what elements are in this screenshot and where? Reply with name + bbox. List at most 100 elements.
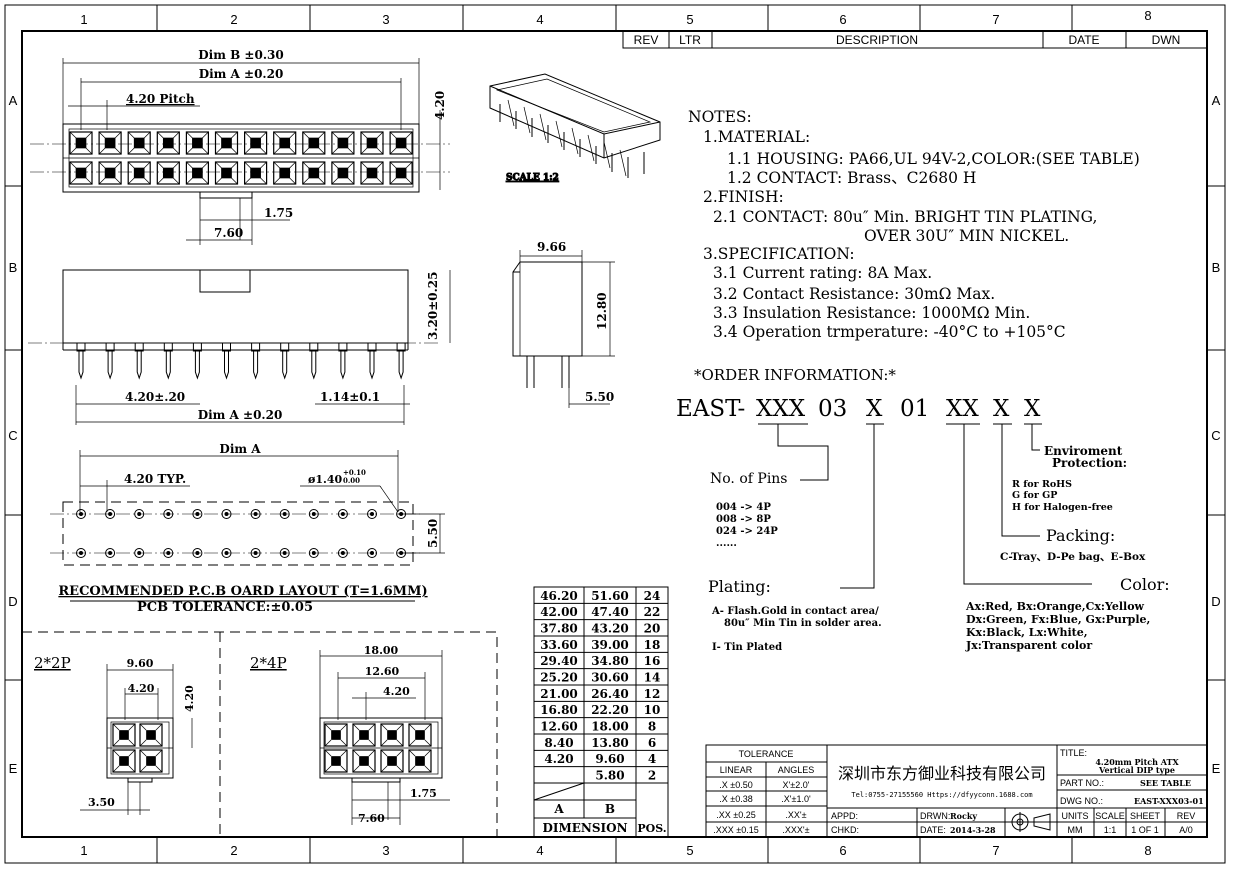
cavity-chamfer [352, 723, 376, 747]
dimension-cell: 29.40 [540, 654, 578, 668]
plating-label: Plating: [708, 577, 771, 596]
part-field: 01 [900, 396, 929, 422]
side-pin-label: 5.50 [585, 390, 614, 404]
terminal [337, 167, 349, 179]
terminal [192, 137, 203, 149]
contact-cavity [98, 131, 122, 155]
terminal [308, 167, 320, 179]
cavity-chamfer [389, 161, 413, 185]
terminal [337, 137, 349, 149]
row-label: A [1212, 93, 1221, 108]
part-no-value: SEE TABLE [1140, 778, 1191, 788]
tol-linear: .X ±0.38 [719, 794, 752, 804]
pin [136, 351, 142, 380]
cavity-chamfer [139, 723, 163, 747]
detail-2x2-d2: 4.20 [128, 682, 155, 695]
dimension-cell: 5.80 [595, 769, 624, 783]
contact-cavity [214, 161, 239, 185]
packing-options: C-Tray、D-Pe bag、E-Box [1000, 551, 1146, 563]
cavity-chamfer [127, 161, 151, 185]
drwn-label: DRWN: [920, 811, 950, 821]
pos-cell: 16 [644, 654, 661, 668]
dimension-cell: 13.80 [591, 736, 629, 750]
col-label: 2 [230, 843, 237, 858]
pcb-hole-center [311, 512, 316, 516]
pin [340, 351, 346, 380]
isometric-view: SCALE 1:2 [489, 73, 661, 184]
terminal [387, 730, 397, 740]
cavity-chamfer [186, 131, 209, 155]
notes-line: 3.4 Operation trmperature: -40°C to +105… [713, 323, 1066, 341]
pcb-hole [337, 509, 348, 519]
part-field: XXX [756, 396, 806, 422]
part-field: X [1024, 396, 1041, 422]
contact-cavity [408, 723, 432, 747]
pcb-hole-tol-plus: +0.10 [343, 468, 366, 477]
linear-header: LINEAR [720, 765, 753, 775]
description-header: DESCRIPTION [836, 33, 918, 47]
dimension-cell: 8.40 [544, 736, 573, 750]
terminal [119, 756, 129, 766]
cavity-chamfer [331, 161, 355, 185]
terminal [331, 756, 341, 766]
pcb-hole [192, 548, 203, 558]
contact-cavity [244, 131, 268, 155]
pcb-hole [367, 548, 377, 558]
cavity-chamfer [98, 161, 122, 185]
pcb-hole [134, 548, 145, 558]
contact-cavity [98, 161, 122, 185]
env-option: H for Halogen-free [1012, 502, 1113, 513]
date-header: DATE [1068, 33, 1099, 47]
pcb-hole [250, 509, 261, 519]
cavity-chamfer [302, 131, 326, 155]
contact-cavity [127, 131, 151, 155]
pins-option: 008 -> 8P [716, 514, 771, 525]
pin-shoulder [105, 342, 115, 352]
detail-2x2: 2*2P 9.60 4.20 4.20 3.50 [34, 654, 196, 815]
pcb-hole-center [282, 512, 287, 516]
detail-2x4-d1: 18.00 [364, 644, 399, 657]
col-label: 1 [80, 12, 87, 27]
pitch-label: 4.20 Pitch [126, 92, 195, 106]
dimension-cell: 34.80 [591, 654, 629, 668]
cavity-chamfer [331, 131, 355, 155]
contact-cavity [139, 749, 163, 773]
pins-option: ...... [716, 538, 737, 549]
notes-line: 3.SPECIFICATION: [703, 245, 855, 263]
pcb-hole [367, 509, 377, 519]
detail-2x2-d4: 3.50 [88, 796, 115, 809]
terminal [104, 167, 116, 179]
pcb-hole-center [195, 512, 200, 516]
cavity-chamfer [186, 161, 209, 185]
notes-line: 3.2 Contact Resistance: 30mΩ Max. [713, 285, 995, 303]
detail-2x4-d4: 1.75 [410, 787, 437, 800]
pos-cell: 6 [648, 736, 656, 750]
packing-label: Packing: [1046, 526, 1115, 545]
dimension-cell: 4.20 [544, 752, 573, 766]
notes-line: 2.1 CONTACT: 80u″ Min. BRIGHT TIN PLATIN… [713, 208, 1097, 226]
cavity-chamfer [157, 131, 180, 155]
drwn-value: Rocky [950, 811, 977, 821]
contact-cavity [331, 131, 355, 155]
pin [311, 351, 317, 380]
col-label: 6 [839, 12, 846, 27]
env-label-1: Enviroment [1044, 444, 1123, 458]
company-name: 深圳市东方御业科技有限公司 [838, 764, 1046, 783]
terminal [359, 730, 369, 740]
pcb-hole [308, 509, 319, 519]
terminal [366, 137, 378, 149]
sheet-header: SHEET [1130, 811, 1161, 821]
pcb-pitch-label: 4.20 TYP. [124, 472, 186, 486]
notes-line: 1.2 CONTACT: Brass、C2680 H [727, 169, 976, 187]
pin [253, 351, 259, 380]
dimension-cell: 47.40 [591, 605, 629, 619]
terminal [415, 730, 425, 740]
cavity-chamfer [302, 161, 326, 185]
cavity-chamfer [139, 749, 163, 773]
color-option: Ax:Red, Bx:Orange,Cx:Yellow [965, 600, 1145, 613]
contact-cavity [302, 131, 326, 155]
units-value: MM [1068, 825, 1083, 835]
dimension-cell: 22.20 [591, 703, 629, 717]
dimension-cell: 43.20 [591, 622, 629, 636]
terminal [279, 137, 291, 149]
